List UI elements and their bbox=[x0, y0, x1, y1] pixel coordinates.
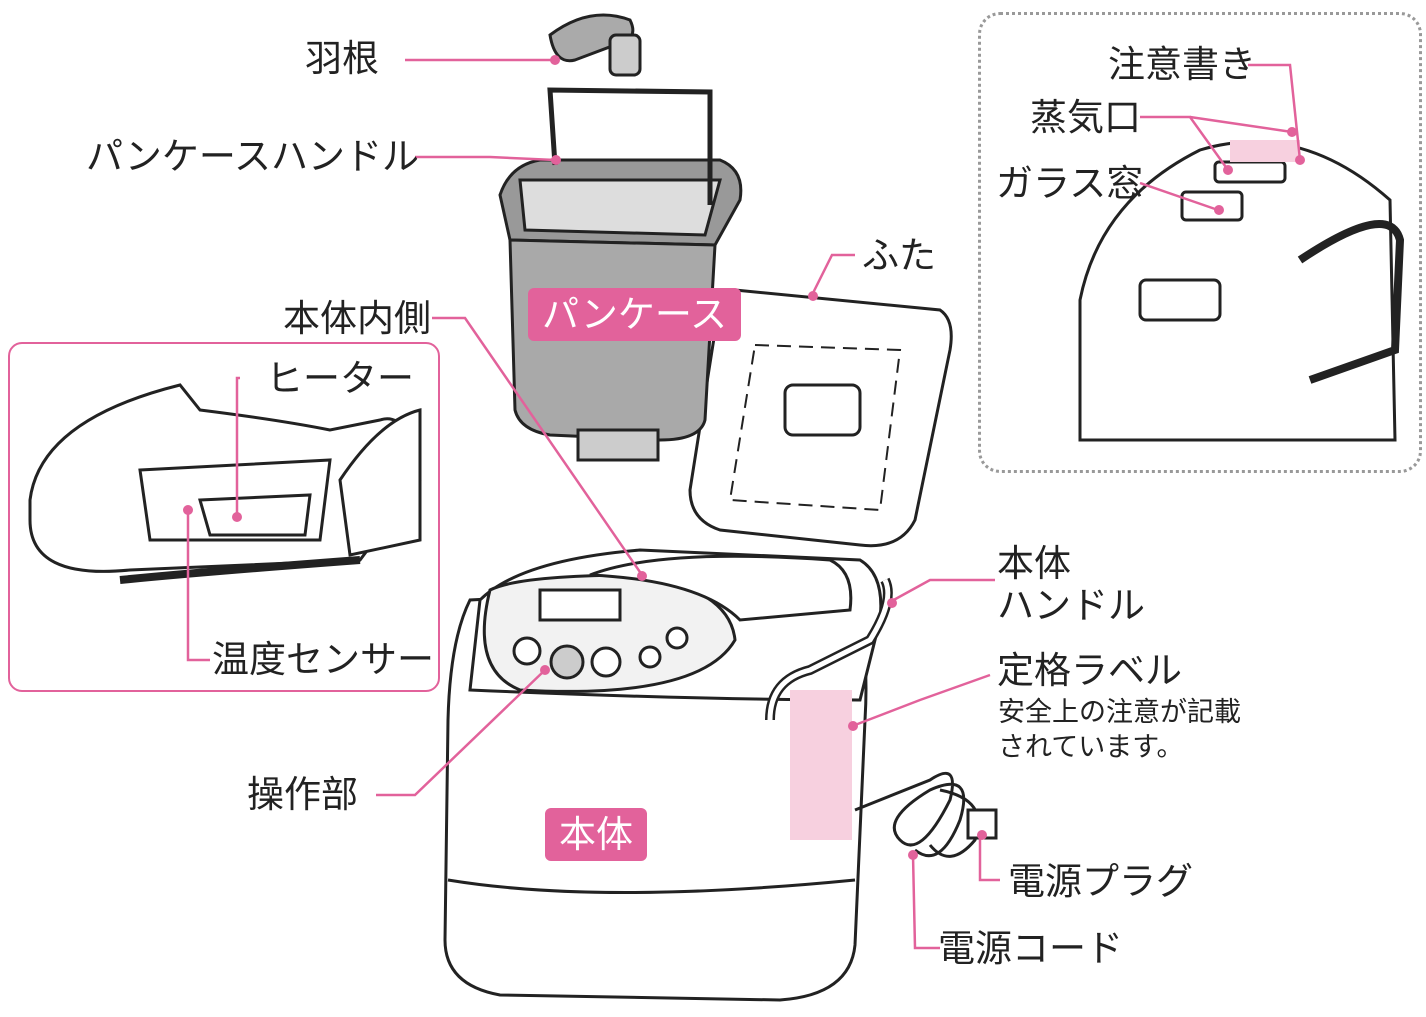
label-glass-window: ガラス窓 bbox=[996, 162, 1144, 205]
body-handle-inner bbox=[767, 578, 891, 721]
leader-dots bbox=[183, 55, 1305, 860]
top-warning-label bbox=[1230, 140, 1300, 162]
label-control-panel: 操作部 bbox=[247, 773, 358, 816]
label-rating-label: 定格ラベル bbox=[997, 649, 1182, 692]
label-rating-note-line1: 安全上の注意が記載 bbox=[998, 697, 1241, 728]
lid-glass-window bbox=[783, 383, 862, 437]
pan-case-handle bbox=[547, 87, 713, 205]
main-body-drawing bbox=[443, 548, 893, 1002]
inset-interior-drawing bbox=[28, 383, 422, 584]
inner-chamber bbox=[589, 554, 853, 622]
label-heater: ヒーター bbox=[266, 357, 414, 400]
button-start bbox=[549, 644, 585, 680]
inset-interior-frame bbox=[8, 342, 440, 692]
label-power-plug: 電源プラグ bbox=[1008, 860, 1193, 903]
label-rating-note-line2: されています。 bbox=[998, 732, 1184, 763]
badge-body: 本体 bbox=[545, 808, 647, 861]
label-body-handle-line1: 本体 bbox=[997, 542, 1071, 585]
pan-case-drawing bbox=[498, 87, 743, 462]
button-small-2 bbox=[665, 626, 689, 650]
label-body-handle-line2: ハンドル bbox=[997, 584, 1145, 627]
rating-label-area bbox=[790, 690, 852, 840]
blade-drawing bbox=[548, 13, 642, 77]
inset-top-drawing bbox=[1078, 140, 1405, 442]
inset-top-frame bbox=[978, 12, 1422, 473]
badge-pan-case: パンケース bbox=[528, 288, 741, 341]
control-display bbox=[538, 588, 622, 622]
label-steam-vent: 蒸気口 bbox=[1030, 96, 1141, 139]
leader-lines bbox=[186, 58, 1302, 950]
label-blade: 羽根 bbox=[305, 37, 379, 80]
label-warning-notice: 注意書き bbox=[1108, 43, 1256, 86]
power-cord-drawing bbox=[854, 771, 998, 858]
top-glass-window bbox=[1180, 190, 1244, 222]
label-power-cord: 電源コード bbox=[938, 927, 1123, 970]
label-temperature-sensor: 温度センサー bbox=[212, 638, 434, 681]
button-left bbox=[512, 636, 542, 666]
label-pan-case-handle: パンケースハンドル bbox=[86, 135, 419, 178]
label-body-interior: 本体内側 bbox=[283, 297, 431, 340]
label-lid: ふた bbox=[862, 234, 936, 277]
button-small-1 bbox=[638, 645, 662, 669]
button-right bbox=[590, 646, 622, 678]
lid-drawing bbox=[688, 288, 953, 548]
body-band bbox=[447, 878, 856, 894]
